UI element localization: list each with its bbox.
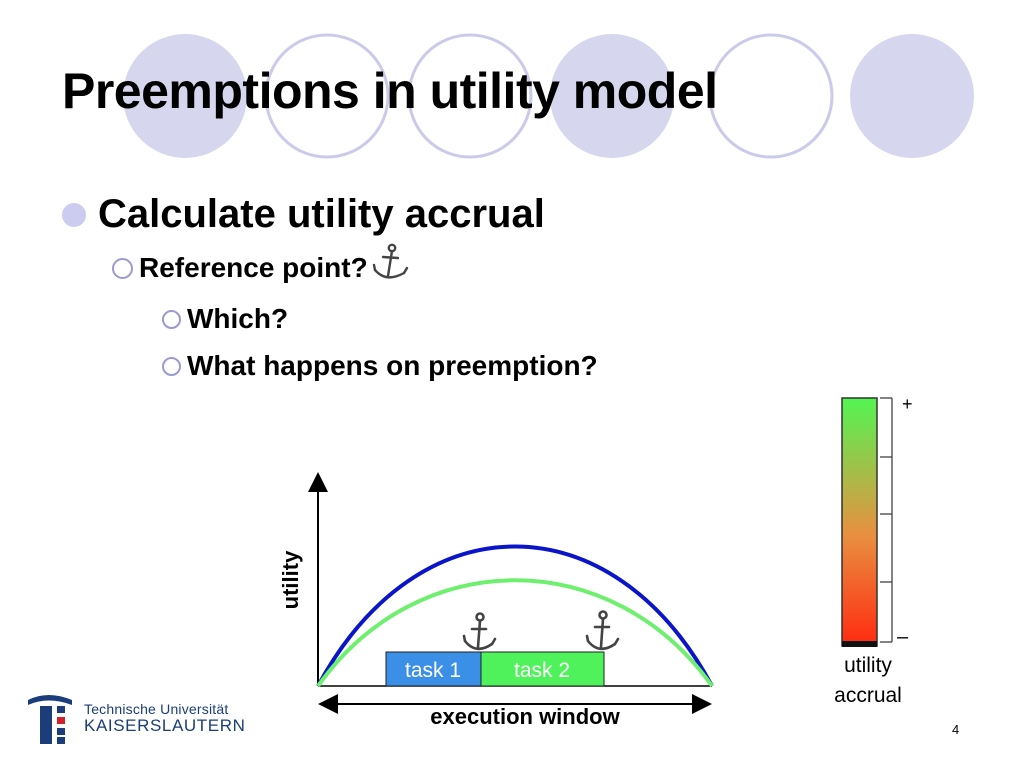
accrual-bar-baseline [842,641,877,647]
bullet-level3: Which? [162,303,288,335]
ring-bullet-icon [112,257,133,279]
tu-logo-mark-icon [28,695,72,744]
bullet-level1: Calculate utility accrual [62,192,545,237]
deco-circle-ring [708,33,834,159]
accrual-scale [880,397,893,643]
accrual-minus-label: – [897,626,909,648]
logo-line1: Technische Universität [84,701,229,717]
anchor-icon [585,610,620,651]
bullet-level3: What happens on preemption? [162,350,598,382]
ring-bullet-icon [162,309,181,329]
task-2-label: task 2 [514,659,570,682]
utility-curve-low [316,578,714,688]
deco-circle-ring [407,33,533,159]
deco-circle-filled [550,34,674,158]
header-decoration [123,33,974,159]
anchor-icon [462,612,497,651]
deco-circle-filled [123,34,247,158]
logo-text: Technische Universität KAISERSLAUTERN [84,702,245,735]
ring-bullet-icon [162,356,181,376]
utility-accrual-bar [841,397,878,647]
bullet-text: Which? [187,303,289,334]
task-1-label: task 1 [405,659,461,682]
bullet-text: What happens on preemption? [187,350,598,381]
y-axis-label: utility [278,550,303,609]
deco-circle-ring [264,33,390,159]
slide-title: Preemptions in utility model [62,63,718,119]
accrual-plus-label: + [902,394,913,414]
filled-circle-bullet-icon [62,202,86,227]
accrual-caption-line1: utility [844,654,892,677]
anchor-icon [372,243,408,279]
logo-line2: KAISERSLAUTERN [84,715,246,735]
accrual-caption-line2: accrual [834,684,902,707]
university-logo: Technische Universität KAISERSLAUTERN [26,692,246,748]
utility-curve-high [316,544,714,687]
deco-circle-filled [850,34,974,158]
page-number: 4 [952,722,960,737]
bullet-text: Calculate utility accrual [98,192,545,236]
task-2-box [480,651,605,687]
bullet-text: Reference point? [139,252,368,283]
x-axis-label: execution window [430,704,620,729]
bullet-level2: Reference point? [112,243,410,284]
task-1-box [385,651,482,687]
